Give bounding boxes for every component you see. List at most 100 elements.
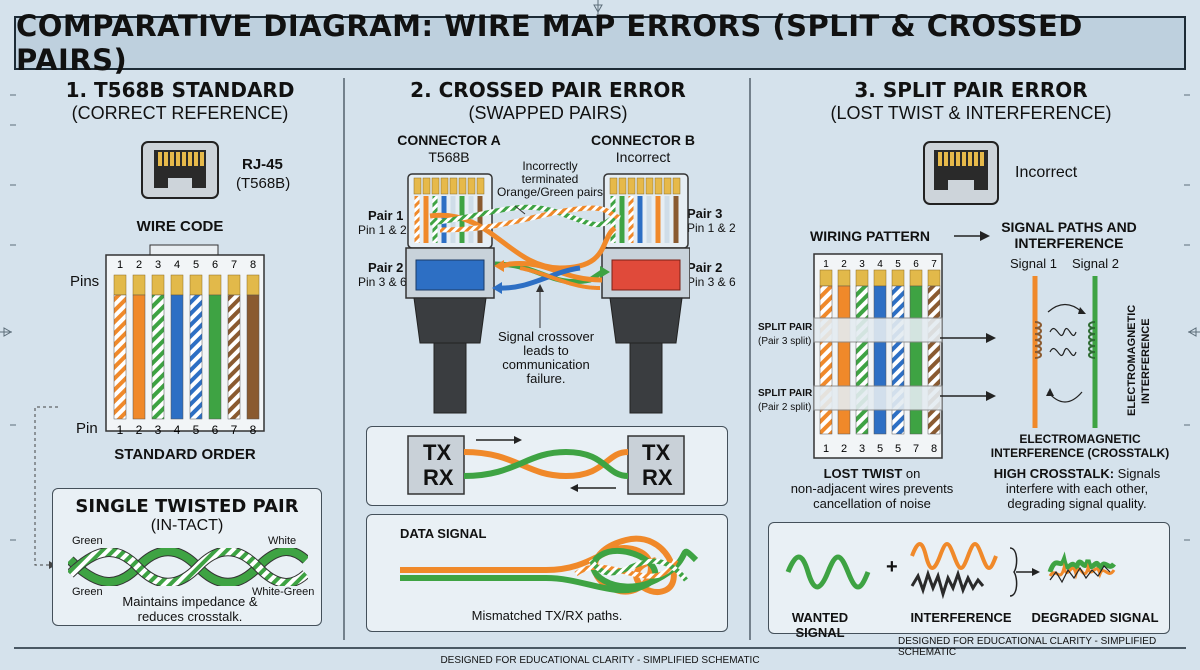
em-vertical-label2: INTERFERENCE [1140, 318, 1152, 404]
wire [151, 294, 165, 420]
em-label: ELECTROMAGNETIC INTERFERENCE (CROSSTALK) [990, 432, 1170, 460]
s3-pin-top: 4 [877, 259, 883, 270]
em-interference-graphic [1032, 276, 1098, 428]
signal-combo-graphic [785, 542, 1116, 600]
pin-number-top: 8 [250, 259, 256, 271]
connector-b-label: CONNECTOR B [591, 132, 695, 148]
tp-note-line1: Maintains impedance & [122, 594, 258, 609]
rx-label-left: RX [423, 465, 454, 490]
split-pair-a-sub: (Pair 3 split) [758, 336, 812, 347]
s3-pin-bottom: 7 [913, 443, 919, 455]
degraded-signal-label: DEGRADED SIGNAL [1031, 610, 1159, 625]
pin-number-bottom: 5 [193, 423, 200, 437]
s3-pin-top: 6 [913, 259, 919, 270]
lost-twist-line2: non-adjacent wires prevents [790, 481, 954, 496]
title-bar: COMPARATIVE DIAGRAM: WIRE MAP ERRORS (SP… [14, 9, 1186, 77]
tp-note: Maintains impedance & reduces crosstalk. [90, 594, 290, 624]
em-label-line1: ELECTROMAGNETIC [1019, 432, 1141, 446]
s3-pin-top: 2 [841, 259, 847, 270]
crosstalk-note: HIGH CROSSTALK: Signals interfere with e… [982, 466, 1172, 511]
crossover-line3: communication [502, 357, 590, 372]
tp-subtitle: (IN-TACT) [150, 517, 224, 534]
pin-number-bottom: 3 [155, 423, 162, 437]
wiring-pattern-label: WIRING PATTERN [809, 228, 931, 244]
pin-number-top: 4 [174, 259, 180, 271]
split-pair-b-sub: (Pair 2 split) [758, 402, 812, 413]
arrow-right-icon [954, 231, 990, 241]
s1-jack-sub: (T568B) [236, 175, 291, 192]
tp-green2-label: Green [72, 586, 103, 598]
wire [189, 294, 203, 420]
wire [227, 294, 241, 420]
tp-title: SINGLE TWISTED PAIR [75, 496, 299, 517]
s1-jack-label: RJ-45 [242, 156, 283, 173]
rx-label-right: RX [642, 465, 673, 490]
wire [246, 294, 260, 420]
lost-twist-bold: LOST TWIST [823, 466, 903, 481]
s3-jack-label: Incorrect [1015, 164, 1078, 181]
signal-paths-label: SIGNAL PATHS AND INTERFERENCE [994, 219, 1144, 251]
split-pair-b-label: SPLIT PAIR [758, 388, 813, 399]
data-signal-label: DATA SIGNAL [400, 526, 487, 541]
rj45-jack-icon [141, 141, 219, 199]
signal-paths-line1: SIGNAL PATHS AND [1001, 219, 1137, 235]
twisted-pair-graphic [68, 548, 308, 586]
wire [170, 294, 184, 420]
split-pair-a-label: SPLIT PAIR [758, 322, 813, 333]
s3-pin-top: 7 [931, 259, 937, 270]
s3-heading: 3. SPLIT PAIR ERROR [854, 78, 1088, 102]
em-vertical-label: ELECTROMAGNETIC [1126, 305, 1138, 416]
crosstalk-rest: Signals [1114, 466, 1161, 481]
crossed-connectors-graphic [405, 173, 690, 414]
footer: DESIGNED FOR EDUCATIONAL CLARITY - SIMPL… [440, 655, 760, 666]
tp-white-label: White [268, 535, 297, 547]
s2-heading: 2. CROSSED PAIR ERROR [410, 78, 686, 102]
pair1-label: Pair 1 [368, 208, 404, 223]
s1-heading: 1. T568B STANDARD [65, 78, 295, 102]
interference-label: INTERFERENCE [910, 610, 1012, 625]
split-arrows [940, 333, 996, 401]
s3-pin-top: 1 [823, 259, 829, 270]
crossover-line4: failure. [526, 371, 566, 386]
pin-number-bottom: 2 [136, 423, 143, 437]
crossover-line1: Signal crossover [497, 329, 595, 344]
mismatch-label: Mismatched TX/RX paths. [471, 608, 623, 623]
pair2-pins: Pin 3 & 6 [358, 275, 407, 289]
signal-paths-line2: INTERFERENCE [1014, 235, 1124, 251]
plus-sign: + [886, 556, 898, 578]
pin-number-top: 5 [193, 259, 199, 271]
lost-twist-note: LOST TWIST on non-adjacent wires prevent… [772, 466, 972, 511]
connector-b-sub: Incorrect [615, 149, 671, 165]
tx-label-right: TX [642, 440, 671, 465]
s2-subheading: (SWAPPED PAIRS) [468, 103, 628, 123]
tp-whitegreen-label: White-Green [252, 586, 315, 598]
pin-number-top: 7 [231, 259, 237, 271]
pair2b-label: Pair 2 [687, 260, 723, 275]
pin-number-top: 1 [117, 259, 123, 271]
s3-wire [855, 285, 869, 435]
s3-wire [891, 285, 905, 435]
s3-pin-bottom: 5 [895, 443, 901, 455]
pin-number-bottom: 8 [250, 423, 257, 437]
s3-wire [873, 285, 887, 435]
pair3-pins: Pin 1 & 2 [687, 221, 736, 235]
footer-right: DESIGNED FOR EDUCATIONAL CLARITY - SIMPL… [898, 636, 1157, 658]
pin-number-bottom: 1 [117, 423, 124, 437]
crosstalk-bold: HIGH CROSSTALK: [993, 466, 1115, 481]
tp-green-label: Green [72, 535, 103, 547]
em-label-line2: INTERFERENCE (CROSSTALK) [990, 446, 1170, 460]
s3-jack-icon [923, 141, 999, 205]
incorrect-note-line3: Orange/Green pairs [496, 185, 604, 199]
crosstalk-line3: degrading signal quality. [1007, 496, 1147, 511]
signal2-label: Signal 2 [1072, 256, 1119, 271]
txrx-graphic [407, 435, 685, 495]
pin-number-bottom: 4 [174, 423, 181, 437]
pin-number-top: 3 [155, 259, 161, 271]
wanted-signal-label: WANTED SIGNAL [791, 610, 849, 640]
pin-number-top: 2 [136, 259, 142, 271]
pair2-label: Pair 2 [368, 260, 404, 275]
crossover-line2: leads to [523, 343, 569, 358]
s3-wire [819, 285, 833, 435]
